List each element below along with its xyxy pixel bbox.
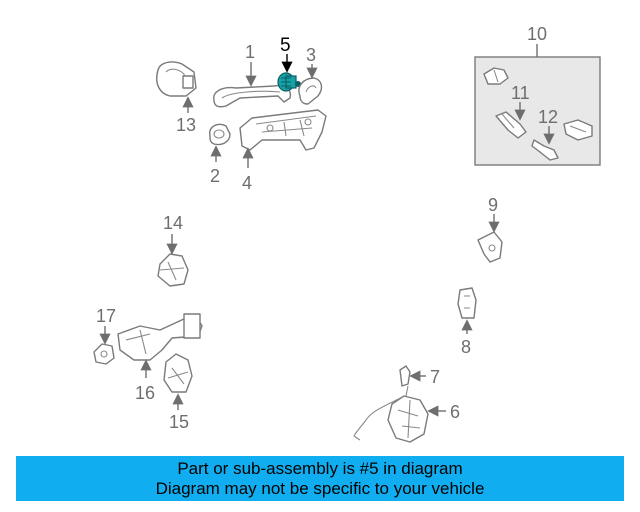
callout-3: 3 [306,45,316,65]
callout-7: 7 [430,367,440,387]
callout-10: 10 [527,24,547,44]
part-14-hinge[interactable] [157,253,189,287]
part-4-handle-frame[interactable] [239,109,327,151]
part-1-outside-handle[interactable] [213,84,292,108]
part-6-lock-actuator[interactable] [353,385,429,443]
part-7-rod-connector[interactable] [399,365,411,387]
part-16-door-check[interactable] [117,313,203,361]
callout-15: 15 [169,412,189,432]
part-9-striker[interactable] [477,231,503,263]
callout-4: 4 [242,173,252,193]
callout-8: 8 [461,337,471,357]
callout-2: 2 [210,166,220,186]
part-17-bumper[interactable] [93,343,115,365]
callout-16: 16 [135,383,155,403]
parts-diagram: 13 1 5 3 2 4 10 [93,24,601,443]
callout-1: 1 [245,42,255,62]
info-banner: Part or sub-assembly is #5 in diagram Di… [16,456,624,501]
part-8-striker-plate[interactable] [457,287,477,319]
callout-14: 14 [163,213,183,233]
part-3-handle-cap[interactable] [298,77,323,105]
callout-12: 12 [538,107,558,127]
callout-6: 6 [450,402,460,422]
banner-line-2: Diagram may not be specific to your vehi… [155,478,485,498]
callout-17: 17 [96,306,116,326]
part-13-handle-bracket[interactable] [156,61,197,97]
callout-9: 9 [488,195,498,215]
callout-11: 11 [511,83,530,103]
part-12-key[interactable] [531,119,593,161]
part-11-key-cylinder[interactable] [495,111,527,139]
callout-13: 13 [176,115,196,135]
part-15-lower-hinge[interactable] [163,353,193,393]
banner-line-1: Part or sub-assembly is #5 in diagram [177,458,463,478]
part-2-handle-pad[interactable] [209,123,231,146]
callout-5: 5 [280,35,291,56]
part-5-lock-cylinder[interactable] [277,72,301,92]
